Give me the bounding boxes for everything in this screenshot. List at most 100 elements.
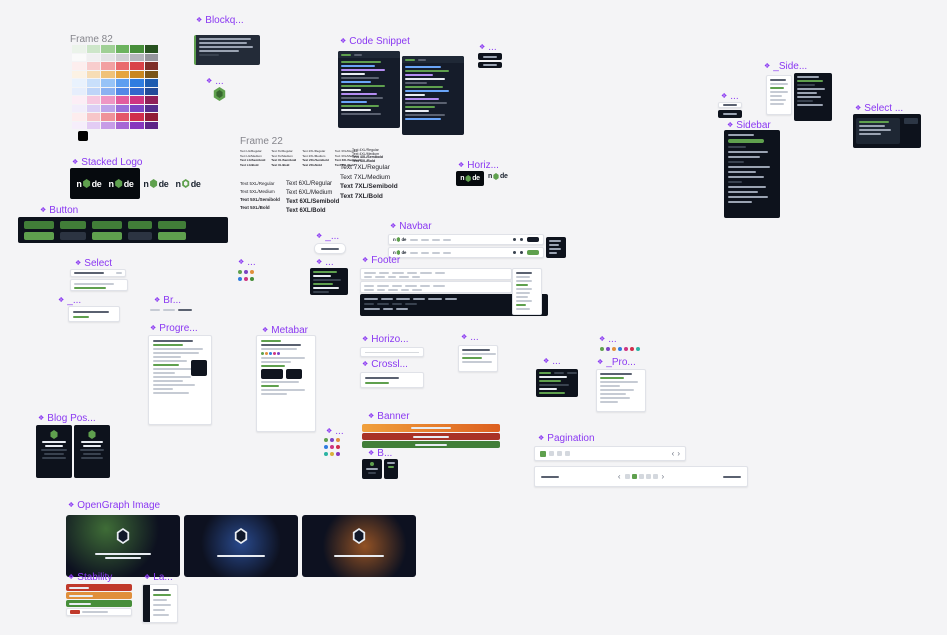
color-swatch[interactable] [101, 121, 115, 129]
footer-light[interactable] [360, 268, 512, 280]
frame-label-frame22[interactable]: Frame 22 [240, 136, 283, 148]
card-mini-component[interactable] [458, 345, 498, 372]
frame-label-mini-nav[interactable]: ❖... [721, 91, 739, 103]
next-page-icon[interactable]: › [677, 448, 680, 458]
color-swatch[interactable] [101, 79, 115, 87]
metabar-component[interactable] [256, 335, 316, 432]
color-swatch[interactable] [115, 70, 129, 78]
nav-item-dark[interactable] [718, 110, 742, 118]
button-variant[interactable] [158, 232, 186, 240]
button-variant[interactable] [60, 221, 86, 229]
footer-light[interactable] [360, 281, 512, 293]
blog-post-card[interactable] [74, 425, 110, 478]
theme-toggle-icon[interactable] [513, 238, 516, 241]
frame-label-codebox-dark[interactable]: ❖... [543, 356, 561, 368]
avatar-group-row[interactable] [324, 452, 340, 456]
stability-strip[interactable] [66, 600, 132, 607]
badge-card[interactable] [384, 459, 398, 479]
frame-label-breadcrumb[interactable]: ❖Br... [154, 295, 181, 307]
color-swatch[interactable] [115, 104, 129, 112]
color-swatch[interactable] [115, 62, 129, 70]
stability-strip[interactable] [66, 584, 132, 591]
select-closed[interactable] [70, 269, 126, 277]
avatar-group-row[interactable] [324, 438, 340, 442]
color-swatch[interactable] [101, 87, 115, 95]
code-tab-mini[interactable] [478, 53, 502, 60]
og-image-card[interactable] [66, 515, 180, 577]
frame-label-sidebar[interactable]: ❖Sidebar [727, 120, 771, 132]
frame-label-select-light[interactable]: ❖Select [75, 258, 112, 270]
color-swatch[interactable] [144, 45, 158, 53]
button-variant[interactable] [92, 232, 122, 240]
pagination-bar[interactable]: ‹ › [534, 446, 686, 461]
banner-strip[interactable] [362, 424, 500, 432]
color-swatch[interactable] [144, 121, 158, 129]
button-variant[interactable] [128, 232, 152, 240]
blockquote-component[interactable] [194, 35, 260, 65]
avatar-group-row[interactable] [238, 277, 254, 281]
sidebar-component[interactable] [724, 130, 780, 218]
color-swatch[interactable] [86, 121, 100, 129]
frame-label-blockquote[interactable]: ❖Blockq... [196, 15, 244, 27]
avatar-group-row[interactable] [600, 347, 640, 351]
color-swatch[interactable] [130, 113, 144, 121]
color-swatch[interactable] [72, 70, 86, 78]
button-variant[interactable] [24, 232, 54, 240]
color-swatch[interactable] [101, 45, 115, 53]
color-swatch[interactable] [144, 113, 158, 121]
avatar-group-row[interactable] [324, 445, 340, 449]
frame-label-progression[interactable]: ❖Progre... [150, 323, 198, 335]
codebox-dark-component[interactable] [536, 369, 578, 397]
frame-label-codebox-mini[interactable]: ❖... [316, 257, 334, 269]
blog-post-card[interactable] [36, 425, 72, 478]
color-swatch[interactable] [144, 53, 158, 61]
frame-label-avatar-small[interactable]: ❖... [238, 257, 256, 269]
color-swatch[interactable] [115, 87, 129, 95]
frame-label-card-mini[interactable]: ❖... [461, 332, 479, 344]
button-variant[interactable] [60, 232, 86, 240]
button-variant[interactable] [92, 221, 122, 229]
color-swatch[interactable] [86, 62, 100, 70]
frame-label-crosslink[interactable]: ❖Crossl... [362, 359, 408, 371]
color-swatch[interactable] [86, 104, 100, 112]
code-snippet-panel[interactable] [338, 51, 400, 128]
color-swatch[interactable] [144, 79, 158, 87]
progress-mini-component[interactable] [596, 369, 646, 412]
language-options[interactable] [153, 589, 171, 616]
frame-label-opengraph[interactable]: ❖OpenGraph Image [68, 500, 160, 512]
color-swatch[interactable] [115, 45, 129, 53]
button-variant[interactable] [158, 221, 186, 229]
color-swatch[interactable] [144, 104, 158, 112]
share-chip[interactable] [286, 369, 302, 379]
progression-sidebar[interactable] [148, 335, 212, 425]
prev-page-icon[interactable]: ‹ [671, 448, 675, 458]
color-swatch[interactable] [130, 121, 144, 129]
color-swatch[interactable] [72, 87, 86, 95]
color-swatch[interactable] [72, 53, 86, 61]
color-swatch[interactable] [72, 96, 86, 104]
color-swatch[interactable] [130, 62, 144, 70]
og-image-card[interactable] [302, 515, 416, 577]
banner-strip[interactable] [362, 441, 500, 448]
og-image-card[interactable] [184, 515, 298, 577]
color-swatch[interactable] [130, 104, 144, 112]
button-variant[interactable] [128, 221, 152, 229]
text-input-component[interactable] [68, 306, 120, 322]
button-variant[interactable] [24, 221, 54, 229]
color-swatch[interactable] [144, 96, 158, 104]
frame-label-navbar[interactable]: ❖Navbar [390, 221, 432, 233]
banner-strip[interactable] [362, 433, 500, 440]
language-icon[interactable] [520, 251, 523, 254]
nav-item-light[interactable] [718, 102, 742, 108]
button-component-sheet[interactable] [18, 217, 228, 243]
share-chip[interactable] [261, 369, 283, 379]
language-icon[interactable] [520, 238, 523, 241]
frame-label-frame82[interactable]: Frame 82 [70, 34, 113, 46]
color-swatch[interactable] [101, 53, 115, 61]
color-swatch[interactable] [115, 96, 129, 104]
